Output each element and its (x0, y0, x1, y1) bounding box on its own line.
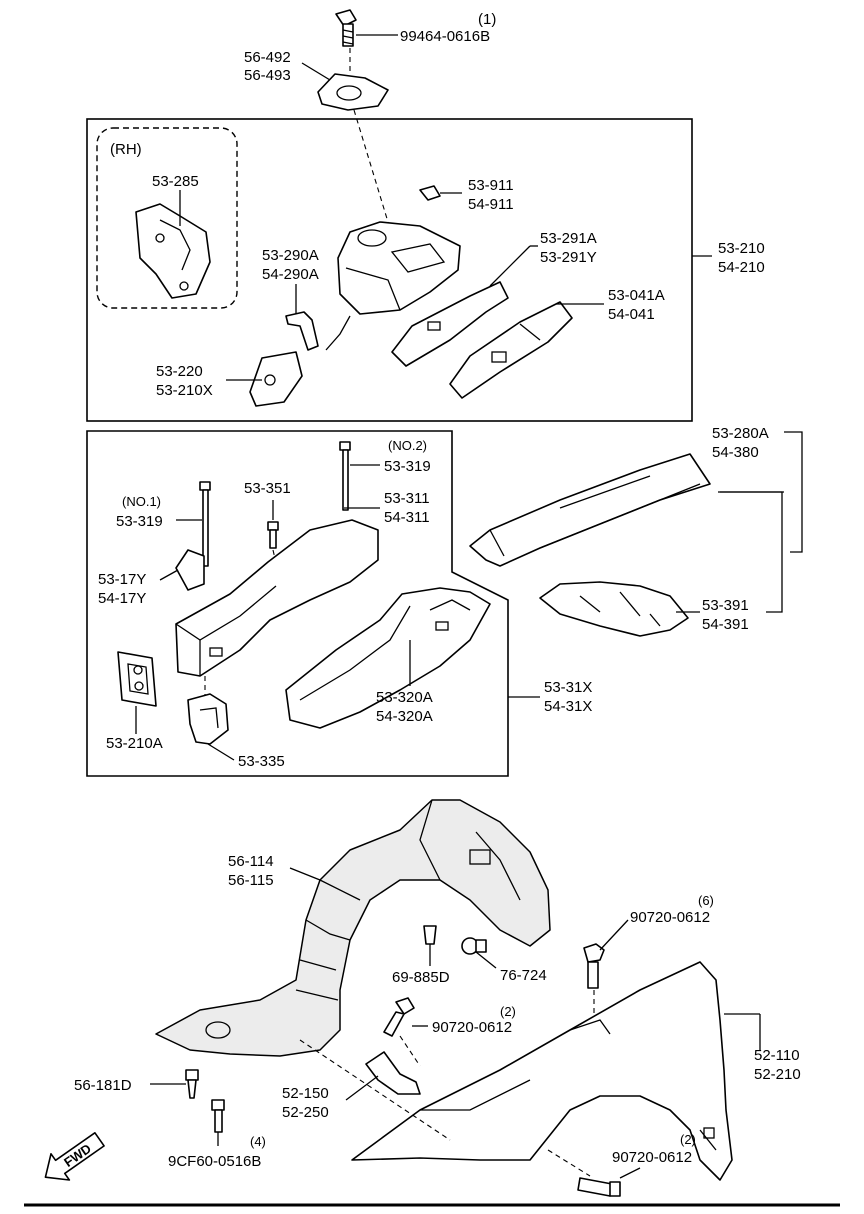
rail-53-291a (391, 281, 509, 367)
part-53-391 (539, 581, 689, 637)
bracket-52-150 (365, 1051, 421, 1095)
label-53-391: 53-391 (702, 597, 749, 614)
label-54-911: 54-911 (468, 196, 514, 213)
label-52-150: 52-150 (282, 1085, 329, 1102)
panel-53-320a (285, 587, 491, 729)
label-screw-4: 9CF60-0516B (168, 1153, 261, 1170)
rail-53-280a (469, 453, 711, 567)
label-69-885d: 69-885D (392, 969, 450, 986)
label-53-220: 53-220 (156, 363, 203, 380)
screw-9cf60-0516b (211, 1099, 225, 1133)
label-screw-qty-2a: (2) (500, 1004, 516, 1019)
part-53-17y (175, 549, 205, 591)
rh-bracket-part (135, 203, 211, 299)
label-53-911: 53-911 (468, 177, 514, 194)
label-53-210x: 53-210X (156, 382, 213, 399)
bolt-53-319-no2 (339, 441, 351, 511)
label-top-bolt: 99464-0616B (400, 28, 490, 45)
label-54-17y: 54-17Y (98, 590, 146, 607)
label-screw-6: 90720-0612 (630, 909, 710, 926)
label-53-285: 53-285 (152, 173, 199, 190)
label-53-31x: 53-31X (544, 679, 592, 696)
label-54-210: 54-210 (718, 259, 765, 276)
label-54-380: 54-380 (712, 444, 759, 461)
label-screw-qty-6: (6) (698, 893, 714, 908)
label-52-210: 52-210 (754, 1066, 801, 1083)
label-top-bolt-qty: (1) (478, 11, 496, 28)
label-53-291a: 53-291A (540, 230, 597, 247)
label-56-181d: 56-181D (74, 1077, 132, 1094)
label-rh: (RH) (110, 141, 142, 158)
label-54-31x: 54-31X (544, 698, 592, 715)
bolt-53-319-no1 (199, 481, 211, 567)
fender-liner (155, 799, 551, 1057)
label-53-351: 53-351 (244, 480, 291, 497)
screw-90720-0612-6 (583, 943, 605, 989)
label-54-290a: 54-290A (262, 266, 319, 283)
label-53-210a: 53-210A (106, 735, 163, 752)
label-53-041a: 53-041A (608, 287, 665, 304)
clip-76-724 (461, 937, 487, 955)
label-screw-qty-2b: (2) (680, 1132, 696, 1147)
label-no1: (NO.1) (122, 494, 161, 509)
label-screw-2a: 90720-0612 (432, 1019, 512, 1036)
label-53-319-a: 53-319 (116, 513, 163, 530)
label-54-320a: 54-320A (376, 708, 433, 725)
label-53-320a: 53-320A (376, 689, 433, 706)
label-54-041: 54-041 (608, 306, 655, 323)
label-53-17y: 53-17Y (98, 571, 146, 588)
bolt-53-351 (267, 521, 279, 549)
rh-detail-box (96, 127, 238, 309)
label-56-115: 56-115 (228, 872, 274, 889)
apron-assembly (325, 221, 461, 351)
bracket-53-290a (285, 311, 319, 351)
label-plate-b: 56-493 (244, 67, 291, 84)
top-plate (317, 73, 389, 111)
middle-group-box (86, 430, 509, 777)
screw-90720-0612-2a (383, 997, 415, 1037)
label-52-110: 52-110 (754, 1047, 800, 1064)
bracket-53-335 (187, 693, 229, 745)
part-53-220 (249, 351, 303, 407)
label-54-391: 54-391 (702, 616, 749, 633)
upper-group-box (86, 118, 693, 422)
label-53-290a: 53-290A (262, 247, 319, 264)
label-53-291y: 53-291Y (540, 249, 597, 266)
label-screw-2b: 90720-0612 (612, 1149, 692, 1166)
label-53-335: 53-335 (238, 753, 285, 770)
label-54-311: 54-311 (384, 509, 430, 526)
frame-53-311 (175, 519, 379, 677)
label-plate-a: 56-492 (244, 49, 291, 66)
label-no2: (NO.2) (388, 438, 427, 453)
label-screw-qty-4: (4) (250, 1134, 266, 1149)
label-52-250: 52-250 (282, 1104, 329, 1121)
label-53-210: 53-210 (718, 240, 765, 257)
label-53-319-b: 53-319 (384, 458, 431, 475)
fwd-arrow-icon: FWD (44, 1131, 105, 1181)
front-fender (351, 961, 733, 1181)
small-clip-53-911 (419, 185, 441, 201)
top-bolt (335, 9, 357, 47)
label-53-311: 53-311 (384, 490, 430, 507)
screw-90720-0612-2b (577, 1177, 621, 1197)
label-56-114: 56-114 (228, 853, 274, 870)
label-53-280a: 53-280A (712, 425, 769, 442)
label-76-724: 76-724 (500, 967, 547, 984)
clip-56-181d (185, 1069, 199, 1099)
member-53-041a (449, 301, 573, 399)
clip-69-885d (423, 925, 437, 966)
plate-53-210a (117, 651, 157, 707)
